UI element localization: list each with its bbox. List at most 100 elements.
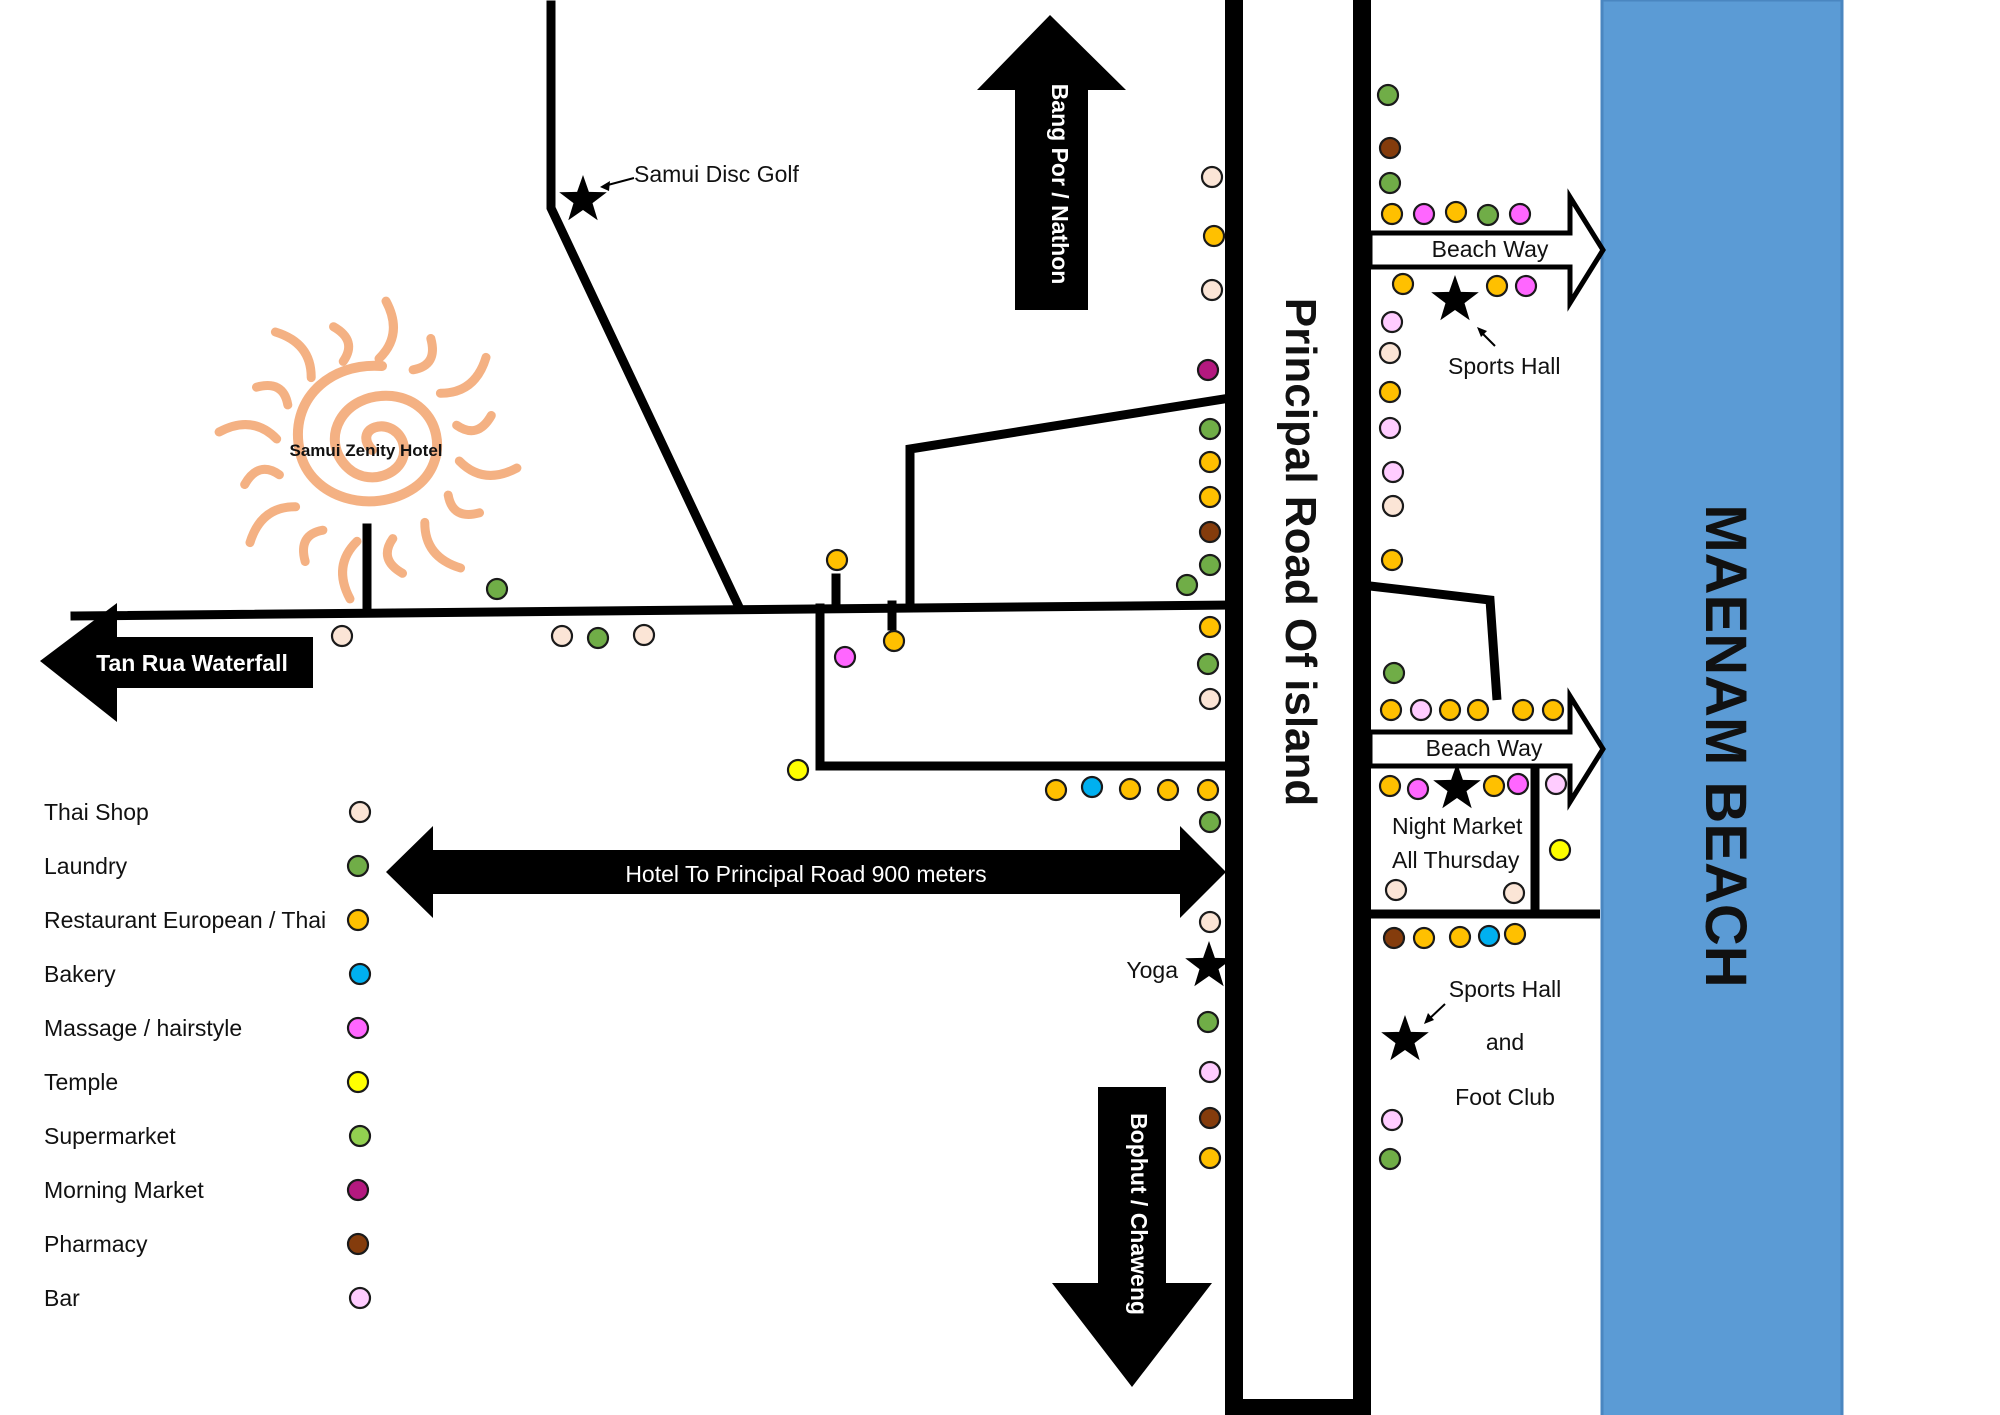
place-marker-bakery	[1080, 775, 1104, 799]
legend-swatch	[348, 1124, 372, 1148]
sports-hall-south-landmark: Sports Hall and Foot Club	[1381, 976, 1561, 1110]
south-arrow-label: Bophut / Chaweng	[1126, 1113, 1152, 1315]
place-marker-bar	[1381, 460, 1405, 484]
place-marker-bakery	[1477, 924, 1501, 948]
legend-swatch	[348, 1286, 372, 1310]
legend-swatch	[348, 800, 372, 824]
legend-item: Morning Market	[44, 1177, 370, 1203]
place-marker-pharmacy	[1198, 520, 1222, 544]
place-marker-temple	[786, 758, 810, 782]
beach-label: MAENAM BEACH	[1693, 504, 1758, 987]
legend-swatch	[346, 1070, 370, 1094]
legend-label: Laundry	[44, 853, 128, 879]
distance-label: Hotel To Principal Road 900 meters	[625, 861, 986, 887]
place-marker-massage	[1508, 202, 1532, 226]
place-marker-restaurant	[1511, 698, 1535, 722]
place-marker-thai-shop	[330, 624, 354, 648]
place-marker-thai-shop	[1198, 910, 1222, 934]
place-marker-restaurant	[1391, 272, 1415, 296]
place-marker-morning-market	[1196, 358, 1220, 382]
legend-swatch	[346, 1016, 370, 1040]
place-marker-laundry	[1382, 661, 1406, 685]
legend-label: Bakery	[44, 961, 116, 987]
north-arrow: Bang Por / Nathon	[977, 15, 1126, 310]
place-marker-laundry	[1198, 553, 1222, 577]
place-marker-restaurant	[1198, 1146, 1222, 1170]
place-marker-restaurant	[1198, 485, 1222, 509]
sun-ray	[374, 296, 398, 364]
legend-item: Supermarket	[44, 1123, 372, 1149]
place-marker-laundry	[1198, 417, 1222, 441]
distance-arrow: Hotel To Principal Road 900 meters	[386, 826, 1226, 918]
legend-label: Massage / hairstyle	[44, 1015, 242, 1041]
sun-spiral	[293, 360, 442, 507]
legend-swatch	[348, 962, 372, 986]
place-marker-laundry	[1196, 652, 1220, 676]
place-marker-laundry	[586, 626, 610, 650]
place-marker-bar	[1378, 416, 1402, 440]
place-marker-pharmacy	[1378, 136, 1402, 160]
place-marker-thai-shop	[550, 624, 574, 648]
place-marker-massage	[1406, 777, 1430, 801]
sun-ray	[435, 352, 491, 398]
legend-label: Thai Shop	[44, 799, 149, 825]
place-marker-restaurant	[1412, 926, 1436, 950]
night-market-label-2: All Thursday	[1392, 847, 1520, 873]
place-marker-restaurant	[1044, 778, 1068, 802]
hotel-name: Samui Zenity Hotel	[289, 441, 442, 460]
sun-ray	[245, 502, 301, 548]
place-marker-restaurant	[1156, 778, 1180, 802]
place-marker-laundry	[485, 577, 509, 601]
place-marker-temple	[1548, 838, 1572, 862]
place-markers	[330, 83, 1572, 1171]
place-marker-thai-shop	[1381, 494, 1405, 518]
place-marker-restaurant	[1378, 380, 1402, 404]
sun-ray	[252, 381, 293, 410]
sun-ray	[382, 534, 407, 578]
place-marker-massage	[1514, 274, 1538, 298]
sports-hall-south-star-icon	[1381, 1015, 1429, 1061]
yoga-landmark: Yoga	[1126, 941, 1233, 987]
place-marker-thai-shop	[1200, 165, 1224, 189]
beach-way-north: Beach Way	[1367, 188, 1606, 312]
place-marker-restaurant	[1503, 922, 1527, 946]
north-arrow-label: Bang Por / Nathon	[1047, 84, 1073, 285]
sports-hall-north-landmark: Sports Hall	[1431, 275, 1560, 379]
yoga-star-icon	[1185, 941, 1233, 987]
sun-icon	[214, 296, 522, 604]
place-marker-pharmacy	[1382, 926, 1406, 950]
sports-hall-north-label: Sports Hall	[1448, 353, 1560, 379]
place-marker-restaurant	[1541, 698, 1565, 722]
west-arrow-label: Tan Rua Waterfall	[96, 650, 288, 676]
legend-label: Bar	[44, 1285, 80, 1311]
place-marker-restaurant	[1196, 778, 1220, 802]
beach-way-south-label: Beach Way	[1426, 735, 1543, 761]
east-roads	[1368, 581, 1600, 919]
sun-ray	[454, 456, 522, 480]
legend-label: Supermarket	[44, 1123, 176, 1149]
place-marker-restaurant	[1482, 774, 1506, 798]
sports-hall-north-star-icon	[1431, 275, 1479, 321]
place-marker-restaurant	[1118, 777, 1142, 801]
legend-label: Morning Market	[44, 1177, 204, 1203]
place-marker-restaurant	[1202, 224, 1226, 248]
place-marker-restaurant	[1444, 200, 1468, 224]
sun-ray	[408, 334, 437, 375]
place-marker-laundry	[1376, 83, 1400, 107]
place-marker-massage	[1412, 202, 1436, 226]
place-marker-thai-shop	[1384, 878, 1408, 902]
place-marker-restaurant	[882, 629, 906, 653]
legend-item: Laundry	[44, 853, 370, 879]
legend-label: Restaurant European / Thai	[44, 907, 326, 933]
place-marker-laundry	[1476, 203, 1500, 227]
place-marker-restaurant	[1485, 274, 1509, 298]
place-marker-laundry	[1175, 573, 1199, 597]
place-marker-restaurant	[1198, 450, 1222, 474]
place-marker-restaurant	[1448, 925, 1472, 949]
place-marker-thai-shop	[1198, 687, 1222, 711]
place-marker-bar	[1409, 698, 1433, 722]
sun-ray	[452, 411, 496, 436]
place-marker-laundry	[1378, 1147, 1402, 1171]
